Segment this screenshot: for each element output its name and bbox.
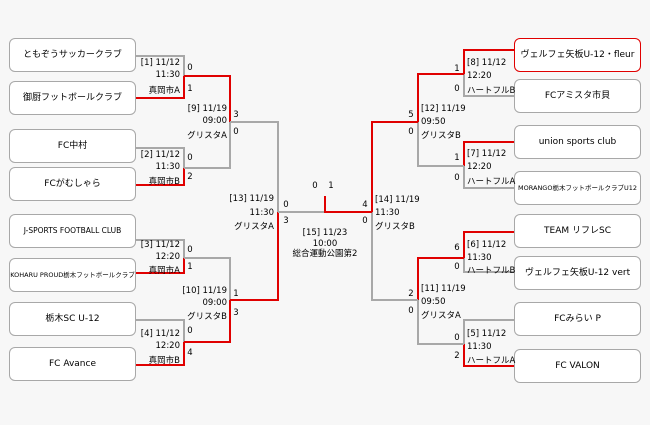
match-4-number: [4] 11/12 [140,329,180,339]
match-6-time: 11:30 [467,253,492,263]
match-5-time: 11:30 [467,342,492,352]
team-left-3[interactable]: FC中村 [9,129,136,163]
team-right-2[interactable]: FCアミスタ市貝 [514,79,641,113]
match-5-number: [5] 11/12 [467,329,507,339]
team-right-1[interactable]: ヴェルフェ矢板U-12・fleur [514,38,641,72]
match-8-time: 12:20 [467,71,492,81]
match-6-number: [6] 11/12 [467,240,507,250]
match-13-score-bottom: 3 [283,216,289,226]
match-12-venue: グリスタB [421,131,461,141]
team-right-8[interactable]: FC VALON [514,349,641,383]
match-7-venue: ハートフルA [467,177,516,187]
match-1-time: 11:30 [155,70,181,80]
match-13-time: 11:30 [249,208,275,218]
match-10-score-top: 1 [233,289,239,299]
team-right-6[interactable]: ヴェルフェ矢板U-12 vert [514,256,641,290]
match-2-score-top: 0 [187,153,193,163]
team-left-8[interactable]: FC Avance [9,347,136,381]
final-venue: 総合運動公園第2 [292,249,358,259]
final-info: [15] 11/23 10:00 総合運動公園第2 [270,228,380,260]
match-1-score-top: 0 [187,63,193,73]
match-7-score-top: 1 [454,153,460,163]
match-13-score-top: 0 [283,200,289,210]
match-14-score-top: 4 [362,200,368,210]
match-7-score-bottom: 0 [454,173,460,183]
team-left-5[interactable]: J-SPORTS FOOTBALL CLUB [9,214,136,248]
match-6-venue: ハートフルB [467,266,516,276]
match-8-number: [8] 11/12 [467,58,507,68]
match-12-score-bottom: 0 [408,127,414,137]
match-8-score-bottom: 0 [454,84,460,94]
match-11-venue: グリスタA [421,311,461,321]
match-11-time: 09:50 [421,297,446,307]
match-7-time: 12:20 [467,162,492,172]
match-5-venue: ハートフルA [467,356,516,366]
team-right-4[interactable]: MORANGO栃木フットボールクラブU12 [514,171,641,205]
match-4-score-top: 0 [187,326,193,336]
match-12-number: [12] 11/19 [421,104,466,114]
match-12-score-top: 5 [408,110,414,120]
match-4-score-bottom: 4 [187,348,193,358]
match-8-venue: ハートフルB [467,86,516,96]
match-3-venue: 真岡市A [148,266,180,276]
match-12-time: 09:50 [421,117,446,127]
team-left-4[interactable]: FCがむしゃら [9,167,136,201]
match-1-score-bottom: 1 [187,84,193,94]
team-left-1[interactable]: ともぞうサッカークラブ [9,38,136,72]
match-8-score-top: 1 [454,64,460,74]
match-6-score-top: 6 [454,243,460,253]
match-5-score-bottom: 2 [454,351,460,361]
match-1-venue: 真岡市A [148,86,180,96]
match-2-time: 11:30 [155,162,181,172]
match-3-score-bottom: 1 [187,262,193,272]
match-3-number: [3] 11/12 [140,240,180,250]
match-14-venue: グリスタB [375,222,415,232]
match-11-score-bottom: 0 [408,306,414,316]
team-right-3[interactable]: union sports club [514,125,641,159]
match-9-number: [9] 11/19 [187,104,227,114]
match-2-score-bottom: 2 [187,172,193,182]
match-11-number: [11] 11/19 [421,284,466,294]
team-left-7[interactable]: 栃木SC U-12 [9,302,136,336]
match-4-time: 12:20 [155,341,181,351]
match-1-number: [1] 11/12 [140,58,180,68]
final-score-left: 0 [312,181,318,191]
match-3-score-top: 0 [187,245,193,255]
match-14-score-bottom: 0 [362,216,368,226]
match-5-score-top: 0 [454,333,460,343]
team-right-5[interactable]: TEAM リフレSC [514,214,641,248]
match-9-score-bottom: 0 [233,127,239,137]
match-10-venue: グリスタB [187,312,227,322]
match-6-score-bottom: 0 [454,262,460,272]
team-left-6[interactable]: KOHARU PROUD栃木フットボールクラブ [9,258,136,292]
match-10-number: [10] 11/19 [182,286,227,296]
match-2-number: [2] 11/12 [140,150,180,160]
match-14-number: [14] 11/19 [375,195,420,205]
team-right-7[interactable]: FCみらい P [514,302,641,336]
final-number: [15] 11/23 [302,228,348,238]
match-7-number: [7] 11/12 [467,149,507,159]
final-score-right: 1 [328,181,334,191]
team-left-2[interactable]: 御厨フットボールクラブ [9,81,136,115]
match-2-venue: 真岡市B [148,177,180,187]
match-9-score-top: 3 [233,110,239,120]
match-9-venue: グリスタA [187,131,227,141]
match-14-time: 11:30 [375,208,400,218]
final-time: 10:00 [312,238,338,249]
match-3-time: 12:20 [155,252,181,262]
match-11-score-top: 2 [408,289,414,299]
match-9-time: 09:00 [202,116,228,126]
match-13-number: [13] 11/19 [229,194,274,204]
match-10-score-bottom: 3 [233,308,239,318]
match-10-time: 09:00 [202,298,228,308]
match-13-venue: グリスタA [234,222,274,232]
match-4-venue: 真岡市B [148,356,180,366]
